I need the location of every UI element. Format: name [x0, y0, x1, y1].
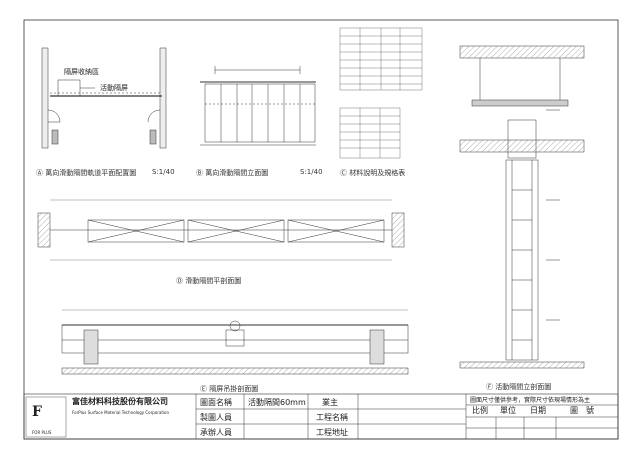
owner-label: 業主: [322, 398, 338, 407]
elevation-view-b: [200, 66, 316, 146]
partition-label: 活動隔屏: [100, 84, 128, 92]
logo-frame: [25, 396, 67, 438]
logo-text: FOR PLUS: [32, 430, 52, 435]
drawing-name-value: 活動隔間60mm: [248, 398, 306, 407]
drafter-label: 製圖人員: [200, 413, 232, 422]
number-label: 圖 號: [570, 406, 594, 415]
plan-view-a: [41, 47, 167, 149]
company-name: 富佳材料科技股份有限公司: [72, 397, 168, 406]
caption-e: Ⓔ 隔屏吊掛剖面圖: [200, 385, 259, 393]
project-label: 工程名稱: [316, 413, 348, 422]
caption-f: Ⓕ 活動隔間立剖面圖: [486, 383, 552, 391]
contractor-label: 承辦人員: [200, 428, 232, 437]
date-label: 日期: [530, 406, 546, 415]
site-label: 工程地址: [316, 428, 348, 437]
ratio-label: 比例: [472, 406, 488, 415]
logo-glyph: F: [32, 404, 42, 420]
caption-c: Ⓒ 材料說明及規格表: [340, 169, 406, 177]
storage-area-label: 隔屏收納區: [64, 68, 99, 76]
unit-label: 單位: [500, 406, 516, 415]
size-note: 圖面尺寸僅供參考，實際尺寸依現場情形為主: [470, 397, 591, 404]
caption-d: Ⓓ 滑動隔間平剖面圖: [176, 277, 242, 285]
drawing-name-label: 圖面名稱: [200, 398, 232, 407]
scale-a: S:1/40: [152, 168, 175, 176]
section-view-e: [61, 309, 409, 375]
company-name-en: ForPlus Surface Material Technology Corp…: [72, 410, 170, 415]
scale-b: S:1/40: [300, 168, 323, 176]
caption-a: Ⓐ 萬向滑動隔間軌道平面配置圖: [36, 169, 137, 177]
caption-b: Ⓑ 萬向滑動隔間立面圖: [196, 169, 269, 177]
section-view-d: [37, 199, 405, 261]
spec-table-c: [339, 27, 423, 159]
section-view-f: [459, 45, 585, 369]
